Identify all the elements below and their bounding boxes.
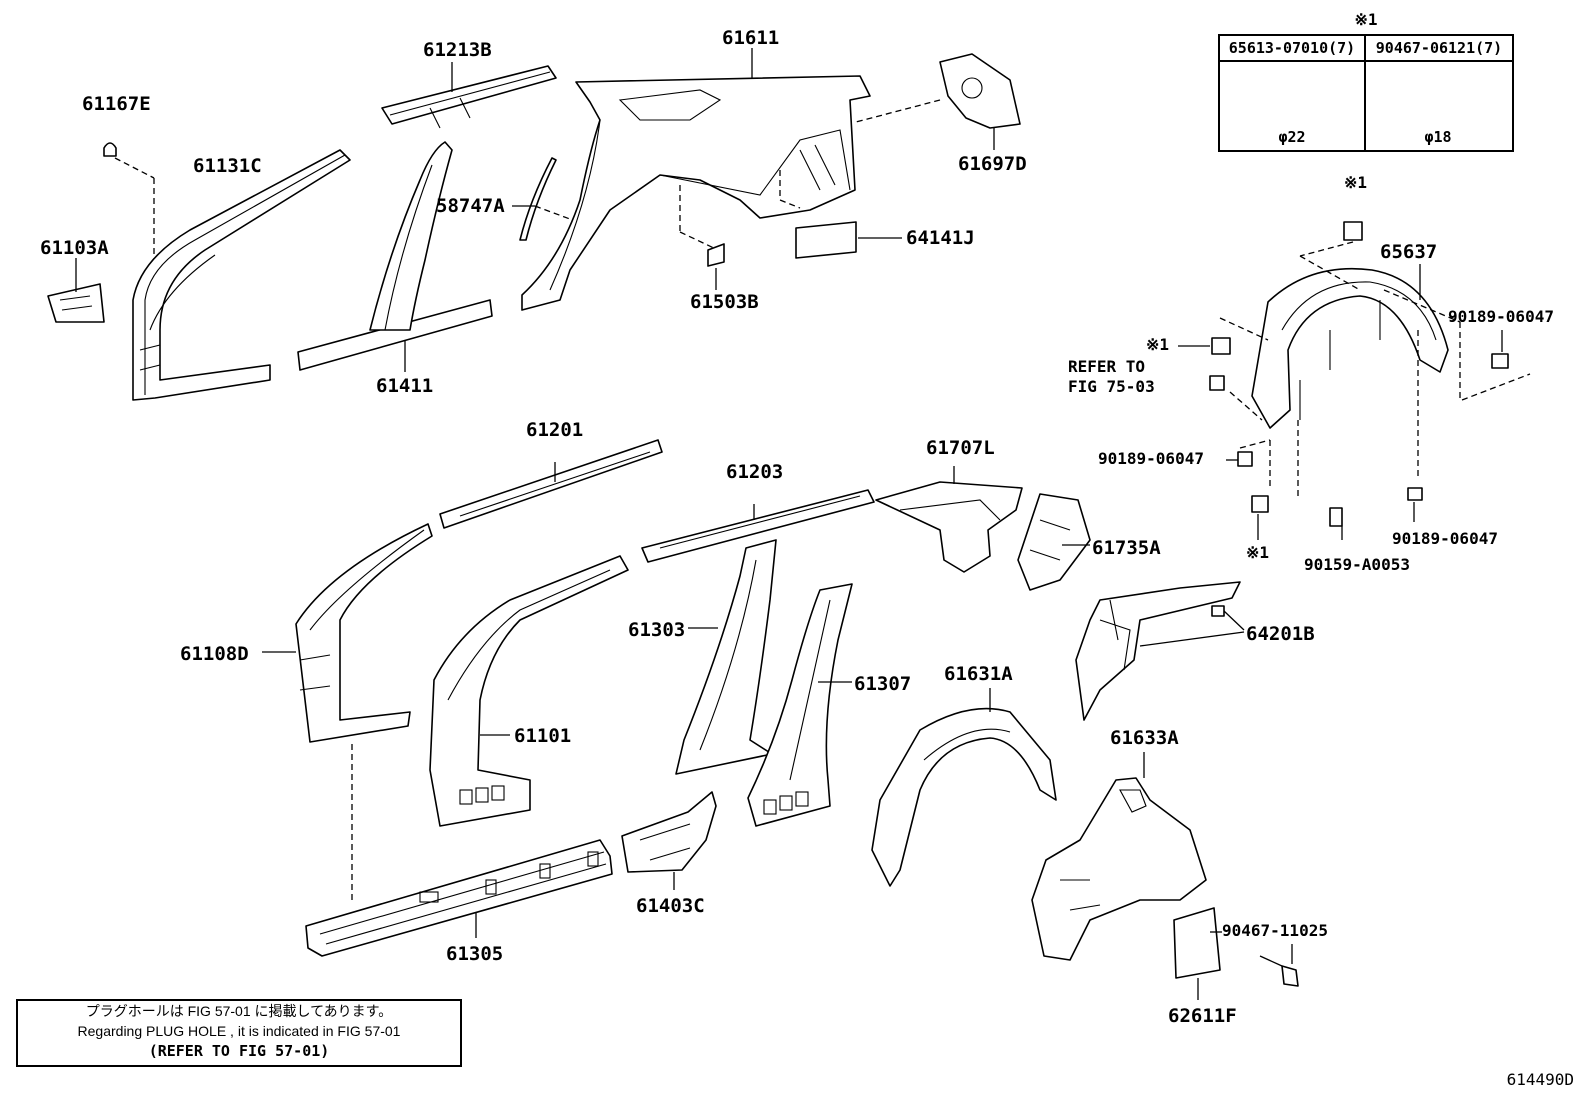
label-65637: 65637 bbox=[1380, 241, 1437, 263]
label-fig-75-03: FIG 75-03 bbox=[1068, 377, 1155, 396]
label-61101: 61101 bbox=[514, 725, 571, 747]
label-61631A: 61631A bbox=[944, 663, 1013, 685]
clip-table-col1-diameter: φ22 bbox=[1278, 128, 1306, 146]
label-61611: 61611 bbox=[722, 27, 779, 49]
part-64141J bbox=[795, 221, 902, 259]
part-62611F bbox=[1173, 907, 1222, 1000]
illustration-code: 614490D bbox=[1506, 1070, 1574, 1089]
part-61303 bbox=[675, 539, 777, 775]
label-61201: 61201 bbox=[526, 419, 583, 441]
label-61403C: 61403C bbox=[636, 895, 705, 917]
part-61403C bbox=[621, 791, 717, 890]
label-refer-to: REFER TO bbox=[1068, 357, 1145, 376]
clip-table-col1-header: 65613-07010(7) bbox=[1220, 36, 1366, 62]
part-61735A bbox=[1017, 493, 1091, 591]
part-61503B bbox=[707, 243, 725, 290]
label-61633A: 61633A bbox=[1110, 727, 1179, 749]
part-61201 bbox=[439, 439, 663, 529]
label-61707L: 61707L bbox=[926, 437, 995, 459]
label-64201B: 64201B bbox=[1246, 623, 1315, 645]
label-90159-A0053: 90159-A0053 bbox=[1304, 555, 1410, 574]
label-61697D: 61697D bbox=[958, 153, 1027, 175]
clip-table-col2-diameter: φ18 bbox=[1424, 128, 1452, 146]
part-61305 bbox=[305, 839, 613, 957]
part-61131C bbox=[132, 149, 351, 401]
part-61707L bbox=[875, 466, 1023, 573]
label-61305: 61305 bbox=[446, 943, 503, 965]
label-64141J: 64141J bbox=[906, 227, 975, 249]
label-61103A: 61103A bbox=[40, 237, 109, 259]
part-61411 bbox=[297, 141, 493, 372]
part-61697D bbox=[855, 53, 1021, 150]
part-61213B bbox=[381, 62, 557, 129]
part-61103A bbox=[47, 258, 105, 323]
part-61108D bbox=[262, 523, 433, 902]
label-61131C: 61131C bbox=[193, 155, 262, 177]
note-line-english: Regarding PLUG HOLE , it is indicated in… bbox=[77, 1023, 401, 1039]
plug-hole-note: プラグホールは FIG 57-01 に掲載してあります。 Regarding P… bbox=[16, 999, 462, 1067]
label-90189-06047-c: 90189-06047 bbox=[1392, 529, 1498, 548]
label-61213B: 61213B bbox=[423, 39, 492, 61]
part-61307 bbox=[747, 583, 853, 827]
label-61108D: 61108D bbox=[180, 643, 249, 665]
label-90467-11025: 90467-11025 bbox=[1222, 921, 1328, 940]
label-61503B: 61503B bbox=[690, 291, 759, 313]
note-line-refer: (REFER TO FIG 57-01) bbox=[148, 1042, 330, 1060]
label-61411: 61411 bbox=[376, 375, 433, 397]
label-61167E: 61167E bbox=[82, 93, 151, 115]
label-group: 61167E 61213B 61611 61697D 61131C 58747A… bbox=[40, 27, 1554, 1027]
part-58747A bbox=[512, 157, 579, 241]
part-61167E bbox=[103, 142, 155, 260]
label-58747A: 58747A bbox=[436, 195, 505, 217]
part-61611 bbox=[521, 48, 871, 311]
clip-table-divider bbox=[1364, 36, 1366, 150]
label-62611F: 62611F bbox=[1168, 1005, 1237, 1027]
clip-table-mark: ※1 bbox=[1354, 10, 1378, 29]
part-90467-11025 bbox=[1259, 944, 1299, 987]
label-61303: 61303 bbox=[628, 619, 685, 641]
clip-table-col2-header: 90467-06121(7) bbox=[1366, 36, 1512, 62]
part-61101 bbox=[429, 555, 629, 827]
part-61633A bbox=[1031, 752, 1207, 961]
label-61307: 61307 bbox=[854, 673, 911, 695]
part-61631A bbox=[871, 688, 1057, 887]
mark-star1-top: ※1 bbox=[1344, 173, 1367, 192]
label-61203: 61203 bbox=[726, 461, 783, 483]
clip-table: ※1 65613-07010(7) 90467-06121(7) φ22 φ18 bbox=[1218, 10, 1514, 152]
label-61735A: 61735A bbox=[1092, 537, 1161, 559]
part-65637 bbox=[1178, 221, 1531, 540]
mark-star1-bottom: ※1 bbox=[1246, 543, 1269, 562]
note-line-japanese: プラグホールは FIG 57-01 に掲載してあります。 bbox=[85, 1003, 393, 1019]
mark-star1-left: ※1 bbox=[1146, 335, 1169, 354]
part-61203 bbox=[641, 489, 875, 563]
part-64201B bbox=[1075, 581, 1245, 721]
label-90189-06047-b: 90189-06047 bbox=[1098, 449, 1204, 468]
label-90189-06047-a: 90189-06047 bbox=[1448, 307, 1554, 326]
